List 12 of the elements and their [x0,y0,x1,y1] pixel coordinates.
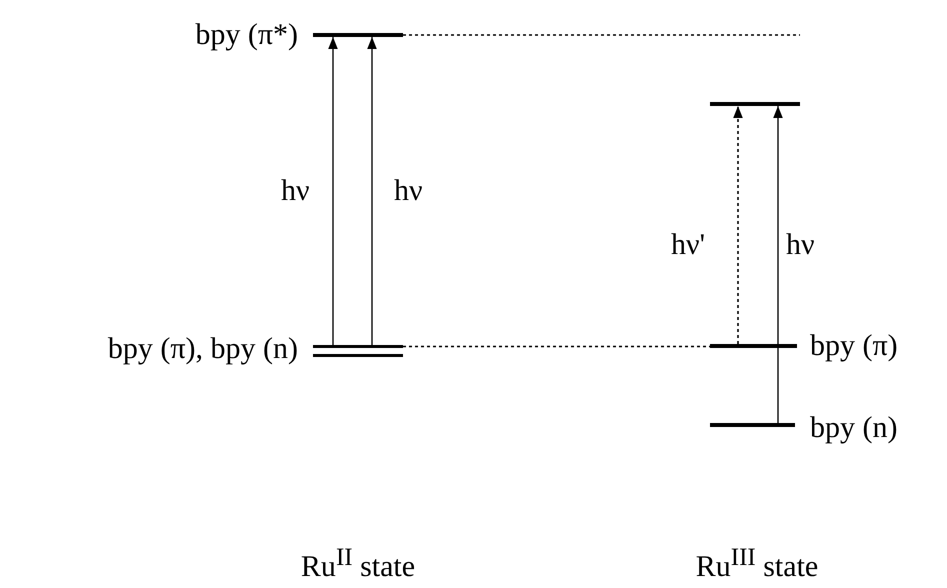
level-label: bpy (π*) [195,20,298,50]
arrow [733,106,743,344]
level-label: bpy (n) [810,413,898,443]
arrow [367,37,377,345]
arrow [328,37,338,345]
dotted-line [403,34,800,36]
level-label: bpy (π) [810,331,898,361]
arrow [773,106,783,423]
level-label: bpy (π), bpy (n) [108,334,298,364]
state-label: Ru$^{III}$ state [696,545,818,582]
dotted-line [403,346,710,348]
state-label: Ru$^{II}$ state [300,545,416,582]
